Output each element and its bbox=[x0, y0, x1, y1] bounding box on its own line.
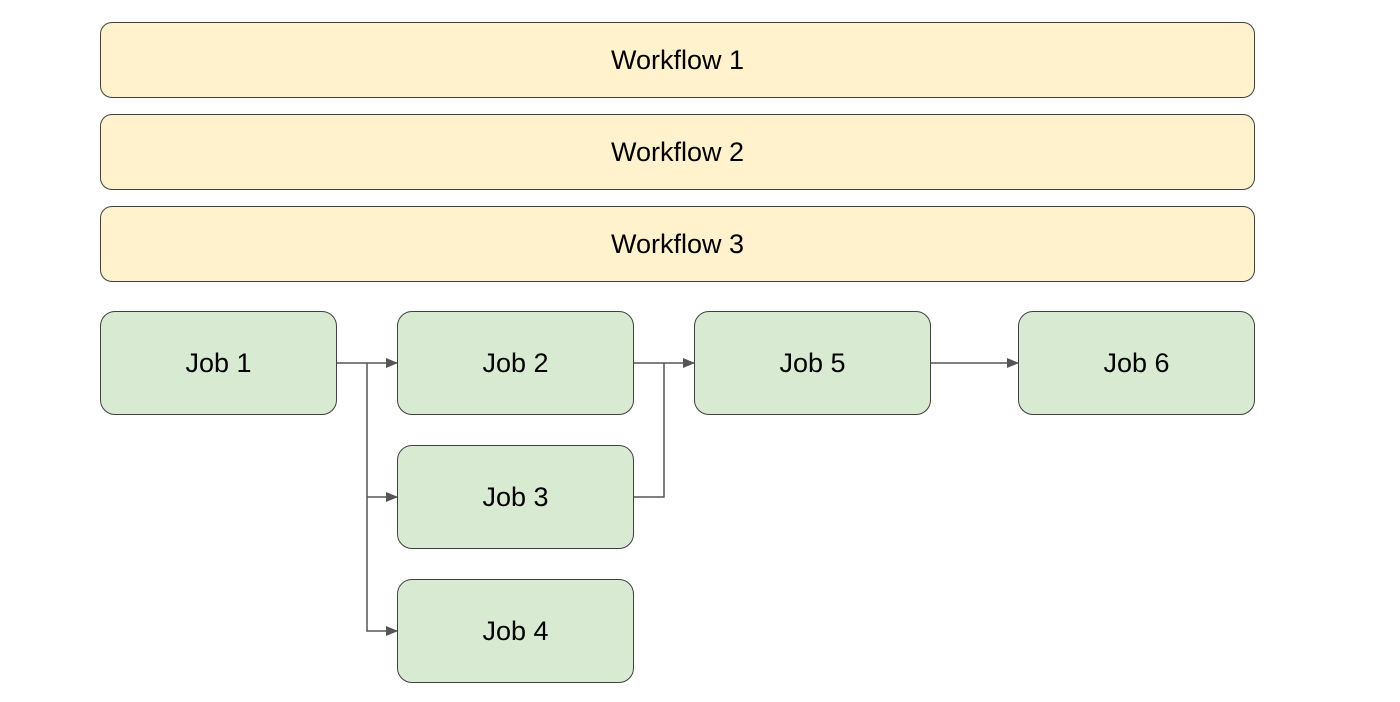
job-6-label: Job 6 bbox=[1103, 347, 1170, 378]
edge-job1-job3 bbox=[366, 363, 398, 502]
workflow-1-box: Workflow 1 bbox=[100, 22, 1255, 98]
job-4-box: Job 4 bbox=[397, 579, 634, 683]
workflow-3-label: Workflow 3 bbox=[610, 228, 745, 259]
workflow-2-label: Workflow 2 bbox=[610, 136, 745, 167]
job-6-box: Job 6 bbox=[1018, 311, 1255, 415]
job-4-label: Job 4 bbox=[482, 615, 549, 646]
job-3-box: Job 3 bbox=[397, 445, 634, 549]
edge-job1-job4 bbox=[366, 497, 398, 636]
job-2-box: Job 2 bbox=[397, 311, 634, 415]
workflow-3-box: Workflow 3 bbox=[100, 206, 1255, 282]
workflow-1-label: Workflow 1 bbox=[610, 44, 745, 75]
job-1-box: Job 1 bbox=[100, 311, 337, 415]
edge-job3-job5 bbox=[634, 363, 665, 498]
job-1-label: Job 1 bbox=[185, 347, 252, 378]
job-3-label: Job 3 bbox=[482, 481, 549, 512]
workflow-2-box: Workflow 2 bbox=[100, 114, 1255, 190]
job-5-box: Job 5 bbox=[694, 311, 931, 415]
job-5-label: Job 5 bbox=[779, 347, 846, 378]
job-2-label: Job 2 bbox=[482, 347, 549, 378]
